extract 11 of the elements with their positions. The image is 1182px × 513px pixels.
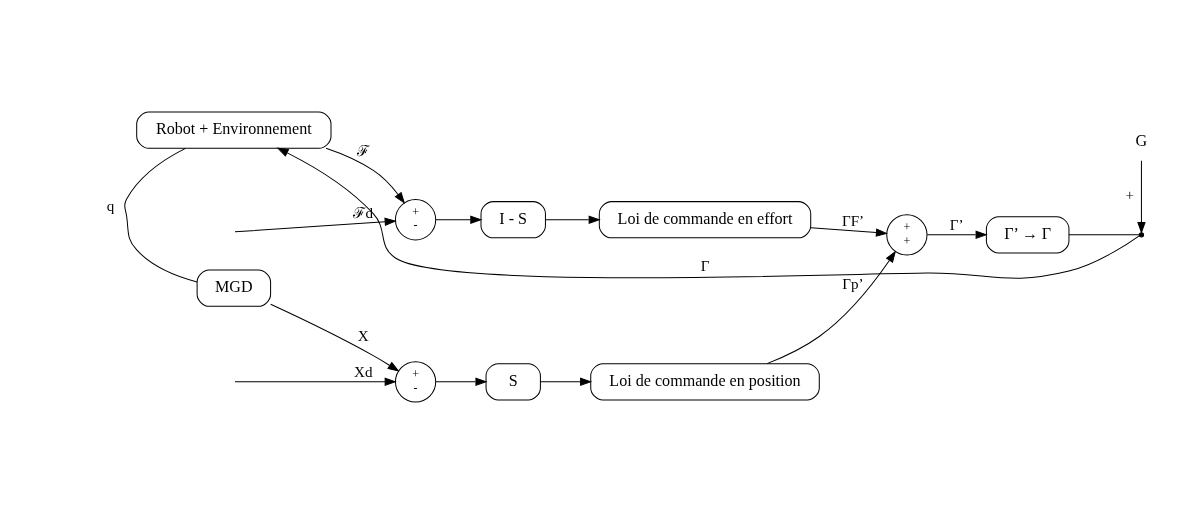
edge-label: Γ <box>700 257 710 274</box>
edge-label: + <box>1125 186 1135 203</box>
edge-label: X <box>357 327 369 344</box>
edge-label: ℱ <box>357 142 370 159</box>
edge-label: Γp’ <box>842 275 864 292</box>
edge-label: ΓF’ <box>841 212 865 229</box>
node-text: G <box>1135 131 1148 149</box>
edge-label: ℱd <box>353 204 373 221</box>
edge-label: q <box>106 197 115 214</box>
edge-label: Xd <box>353 363 373 380</box>
edge-label: Γ’ <box>949 216 964 233</box>
